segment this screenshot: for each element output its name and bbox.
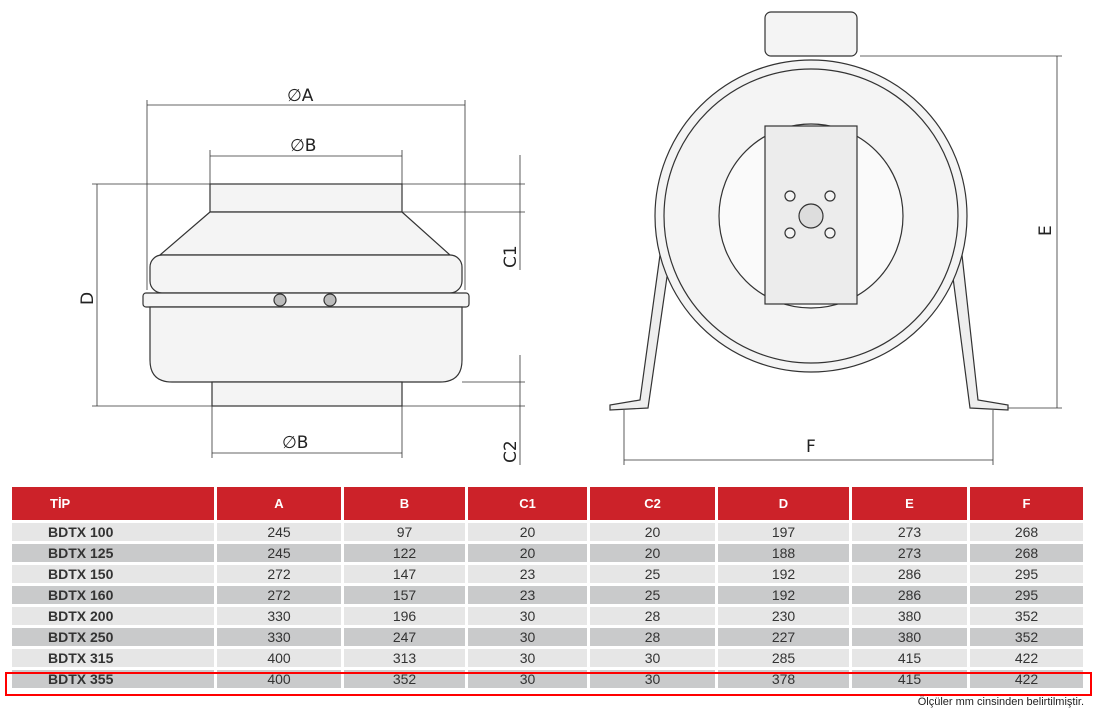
- header-c1: C1: [468, 487, 587, 520]
- cell-e: 273: [852, 523, 967, 541]
- cell-c1: 23: [468, 565, 587, 583]
- cell-c2: 30: [590, 670, 715, 688]
- cell-b: 196: [344, 607, 465, 625]
- cell-d: 197: [718, 523, 849, 541]
- units-note: Ölçüler mm cinsinden belirtilmiştir.: [917, 696, 1084, 708]
- cell-e: 286: [852, 565, 967, 583]
- cell-f: 295: [970, 565, 1083, 583]
- cell-c2: 30: [590, 649, 715, 667]
- cell-e: 273: [852, 544, 967, 562]
- cell-b: 157: [344, 586, 465, 604]
- dim-label-d: D: [78, 292, 98, 305]
- cell-f: 295: [970, 586, 1083, 604]
- header-a: A: [217, 487, 341, 520]
- cell-d: 192: [718, 586, 849, 604]
- cell-c1: 23: [468, 586, 587, 604]
- header-f: F: [970, 487, 1083, 520]
- cell-c2: 28: [590, 607, 715, 625]
- cell-c2: 25: [590, 565, 715, 583]
- cell-e: 380: [852, 607, 967, 625]
- cell-f: 422: [970, 649, 1083, 667]
- cell-f: 352: [970, 607, 1083, 625]
- dim-label-b-top: ∅B: [290, 136, 316, 156]
- technical-drawing: ∅A ∅B ∅B D C1 C2 E F: [78, 11, 1062, 465]
- front-view-dimensions: [623, 55, 1062, 465]
- cell-c2: 20: [590, 523, 715, 541]
- cell-c1: 30: [468, 670, 587, 688]
- cell-model: BDTX 125: [12, 544, 214, 562]
- cell-e: 286: [852, 586, 967, 604]
- cell-e: 415: [852, 670, 967, 688]
- dim-label-a: ∅A: [287, 86, 314, 106]
- header-tip: TİP: [12, 487, 214, 520]
- side-view: [142, 183, 470, 407]
- cell-c2: 28: [590, 628, 715, 646]
- cell-b: 352: [344, 670, 465, 688]
- cell-e: 415: [852, 649, 967, 667]
- cell-e: 380: [852, 628, 967, 646]
- cell-c1: 30: [468, 607, 587, 625]
- header-e: E: [852, 487, 967, 520]
- dim-label-c2: C2: [501, 440, 521, 463]
- cell-model: BDTX 315: [12, 649, 214, 667]
- cell-model: BDTX 100: [12, 523, 214, 541]
- cell-b: 147: [344, 565, 465, 583]
- cell-d: 188: [718, 544, 849, 562]
- table-header-row: TİP A B C1 C2 D E F: [12, 487, 1083, 520]
- cell-f: 268: [970, 523, 1083, 541]
- cell-c1: 20: [468, 544, 587, 562]
- cell-b: 247: [344, 628, 465, 646]
- cell-d: 192: [718, 565, 849, 583]
- cell-a: 245: [217, 523, 341, 541]
- cell-c1: 30: [468, 649, 587, 667]
- cell-d: 378: [718, 670, 849, 688]
- cell-d: 227: [718, 628, 849, 646]
- dim-label-b-bottom: ∅B: [282, 433, 308, 453]
- header-b: B: [344, 487, 465, 520]
- cell-d: 230: [718, 607, 849, 625]
- cell-model: BDTX 200: [12, 607, 214, 625]
- cell-c2: 20: [590, 544, 715, 562]
- cell-c2: 25: [590, 586, 715, 604]
- cell-b: 313: [344, 649, 465, 667]
- cell-model: BDTX 160: [12, 586, 214, 604]
- header-c2: C2: [590, 487, 715, 520]
- cell-f: 268: [970, 544, 1083, 562]
- cell-d: 285: [718, 649, 849, 667]
- cell-f: 352: [970, 628, 1083, 646]
- cell-a: 245: [217, 544, 341, 562]
- cell-model: BDTX 355: [12, 670, 214, 688]
- cell-c1: 20: [468, 523, 587, 541]
- dim-label-e: E: [1036, 225, 1056, 236]
- cell-a: 400: [217, 649, 341, 667]
- cell-a: 272: [217, 586, 341, 604]
- cell-c1: 30: [468, 628, 587, 646]
- cell-b: 97: [344, 523, 465, 541]
- header-d: D: [718, 487, 849, 520]
- cell-model: BDTX 150: [12, 565, 214, 583]
- cell-a: 330: [217, 607, 341, 625]
- dim-label-c1: C1: [501, 245, 521, 268]
- cell-b: 122: [344, 544, 465, 562]
- cell-a: 330: [217, 628, 341, 646]
- front-view: [609, 11, 1009, 411]
- cell-a: 400: [217, 670, 341, 688]
- cell-f: 422: [970, 670, 1083, 688]
- dim-label-f: F: [806, 437, 816, 457]
- cell-model: BDTX 250: [12, 628, 214, 646]
- side-view-dimensions: [92, 100, 525, 465]
- cell-a: 272: [217, 565, 341, 583]
